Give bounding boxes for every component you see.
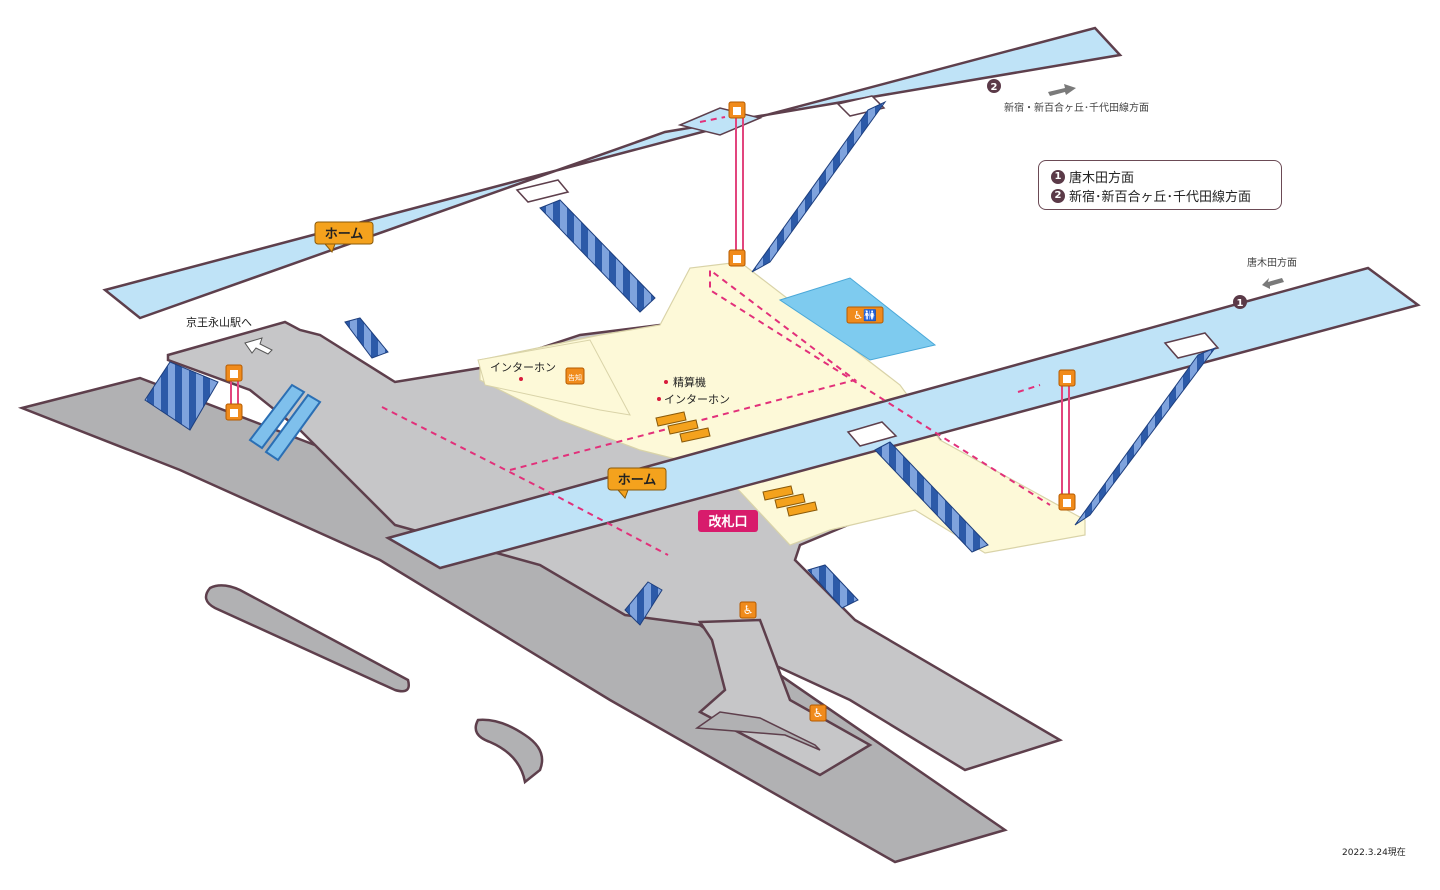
svg-text:♿: ♿ [743,603,754,617]
notice-icon: 告知 [565,367,585,385]
platform-label-lower: ホーム [607,467,667,499]
svg-text:告知: 告知 [568,373,582,382]
elevator-shafts [230,118,1070,495]
date-label: 2022.3.24現在 [1342,848,1406,858]
paid-area [477,261,1086,554]
keio-nagayama-label: 京王永山駅へ [186,315,252,329]
legend-text: 唐木田方面 [1069,171,1135,186]
svg-text:♿🚻: ♿🚻 [853,309,877,322]
svg-text:ホーム: ホーム [618,473,657,488]
fare-adjust-label: 精算機 [673,375,706,389]
toilet-icon: ♿🚻 [846,306,884,324]
platform-number-upper: 2 [987,79,1001,93]
legend-number: 2 [1051,188,1065,203]
elevator-icon [225,364,243,382]
karakida-direction-label: 唐木田方面 [1247,256,1297,269]
fare-adjust-dot [664,380,668,384]
ticket-gates [655,411,818,517]
svg-text:2: 2 [991,82,998,93]
legend-text: 新宿･新百合ヶ丘･千代田線方面 [1069,190,1252,205]
svg-text:♿: ♿ [813,706,824,720]
arrow-icon [1048,84,1076,96]
elevator-icon [1058,493,1076,511]
elevator-icon [1058,369,1076,387]
arrow-icon [1262,278,1284,289]
platform-label-upper: ホーム [314,221,374,253]
svg-text:改札口: 改札口 [708,514,747,530]
legend-row: 1 唐木田方面 [1051,167,1281,186]
platform-lower [384,266,1421,570]
direction-legend: 1 唐木田方面 2 新宿･新百合ヶ丘･千代田線方面 [1038,160,1282,210]
legend-number: 1 [1051,169,1065,184]
svg-text:ホーム: ホーム [325,227,364,242]
intercom-label-right: インターホン [664,393,730,406]
elevator-icon [728,249,746,267]
legend-row: 2 新宿･新百合ヶ丘･千代田線方面 [1051,186,1281,205]
elevator-icon [728,101,746,119]
escalator [248,383,322,462]
stairs [144,100,1217,626]
bus-island-small [474,718,544,785]
platform-number-lower: 1 [1233,295,1247,309]
intercom-label-left: インターホン [490,361,556,374]
intercom-dot [519,377,523,381]
elevator-icon [225,403,243,421]
shinjuku-direction-label: 新宿・新百合ヶ丘･千代田線方面 [1004,101,1149,114]
accessible-routes [381,116,1051,556]
wheelchair-icon: ♿ [809,704,827,722]
intercom-dot [657,397,661,401]
arrow-icon [244,337,273,355]
platform-upper [102,26,1123,320]
bus-island [204,584,410,693]
gate-label: 改札口 [698,510,758,532]
wheelchair-icon: ♿ [739,601,757,619]
elevator-icons [225,101,1076,511]
exit-ramp [697,618,873,777]
svg-text:1: 1 [1237,298,1244,309]
